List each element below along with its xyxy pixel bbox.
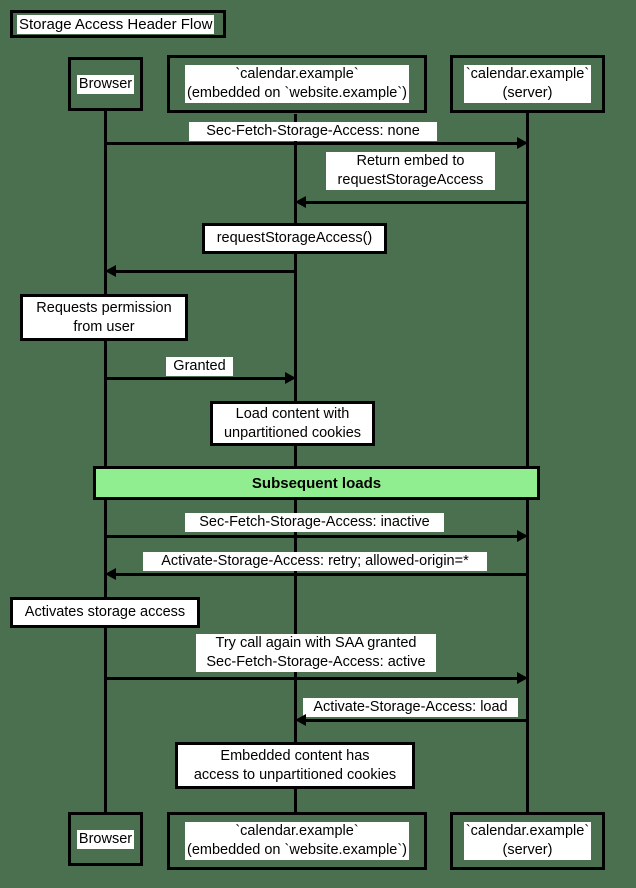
message-arrow-return-embed-to-browser	[115, 270, 295, 273]
participant-embed-top[interactable]: `calendar.example` (embedded on `website…	[167, 55, 427, 113]
participant-embed-top-label: `calendar.example` (embedded on `website…	[184, 65, 410, 103]
message-arrow-5	[115, 573, 527, 576]
participant-server-bottom-label: `calendar.example` (server)	[463, 822, 592, 860]
message-arrowhead-6	[517, 672, 528, 684]
participant-embed-bottom-label: `calendar.example` (embedded on `website…	[184, 822, 410, 860]
message-arrow-4	[105, 535, 521, 538]
message-arrowhead-return-embed-to-browser	[105, 265, 116, 277]
message-arrow-2	[306, 201, 527, 204]
note-text-4: Activates storage access	[22, 603, 188, 622]
message-arrowhead-1	[517, 137, 528, 149]
message-arrow-7	[306, 719, 527, 722]
participant-browser-top[interactable]: Browser	[68, 57, 143, 111]
message-arrowhead-2	[295, 196, 306, 208]
note-box-5: Embedded content has access to unpartiti…	[175, 742, 415, 789]
message-arrowhead-7	[295, 714, 306, 726]
message-label-5: Activate-Storage-Access: retry; allowed-…	[143, 552, 487, 571]
lifeline-embed	[294, 114, 297, 814]
note-box-4: Activates storage access	[10, 597, 200, 628]
note-box-2: Requests permission from user	[20, 294, 188, 341]
note-text-2: Requests permission from user	[34, 298, 174, 337]
divider-subsequent-loads-label: Subsequent loads	[251, 474, 382, 492]
participant-server-top[interactable]: `calendar.example` (server)	[450, 55, 605, 113]
message-arrow-1	[105, 142, 521, 145]
diagram-title: Storage Access Header Flow	[17, 15, 215, 34]
message-label-4: Sec-Fetch-Storage-Access: inactive	[185, 513, 444, 532]
message-label-1: Sec-Fetch-Storage-Access: none	[189, 122, 437, 141]
message-arrowhead-3	[285, 372, 296, 384]
message-label-6: Try call again with SAA granted Sec-Fetc…	[196, 634, 436, 672]
participant-server-bottom[interactable]: `calendar.example` (server)	[450, 812, 605, 870]
lifeline-browser	[104, 110, 107, 814]
note-box-1: requestStorageAccess()	[202, 223, 387, 254]
message-label-3: Granted	[166, 357, 233, 376]
lifeline-server	[526, 110, 529, 814]
note-text-3: Load content with unpartitioned cookies	[221, 404, 364, 443]
note-box-3: Load content with unpartitioned cookies	[210, 401, 375, 446]
message-label-2: Return embed to requestStorageAccess	[326, 152, 495, 190]
message-arrowhead-5	[105, 568, 116, 580]
message-arrowhead-4	[517, 530, 528, 542]
note-text-1: requestStorageAccess()	[214, 229, 375, 248]
participant-browser-top-label: Browser	[76, 74, 135, 94]
divider-subsequent-loads: Subsequent loads	[93, 466, 540, 500]
participant-server-top-label: `calendar.example` (server)	[463, 65, 592, 103]
participant-browser-bottom[interactable]: Browser	[68, 812, 143, 866]
message-arrow-6	[105, 677, 521, 680]
note-text-5: Embedded content has access to unpartiti…	[191, 746, 399, 785]
participant-embed-bottom[interactable]: `calendar.example` (embedded on `website…	[167, 812, 427, 870]
diagram-title-box: Storage Access Header Flow	[10, 10, 226, 38]
message-label-7: Activate-Storage-Access: load	[303, 698, 518, 717]
participant-browser-bottom-label: Browser	[76, 829, 135, 849]
message-arrow-3	[105, 377, 290, 380]
